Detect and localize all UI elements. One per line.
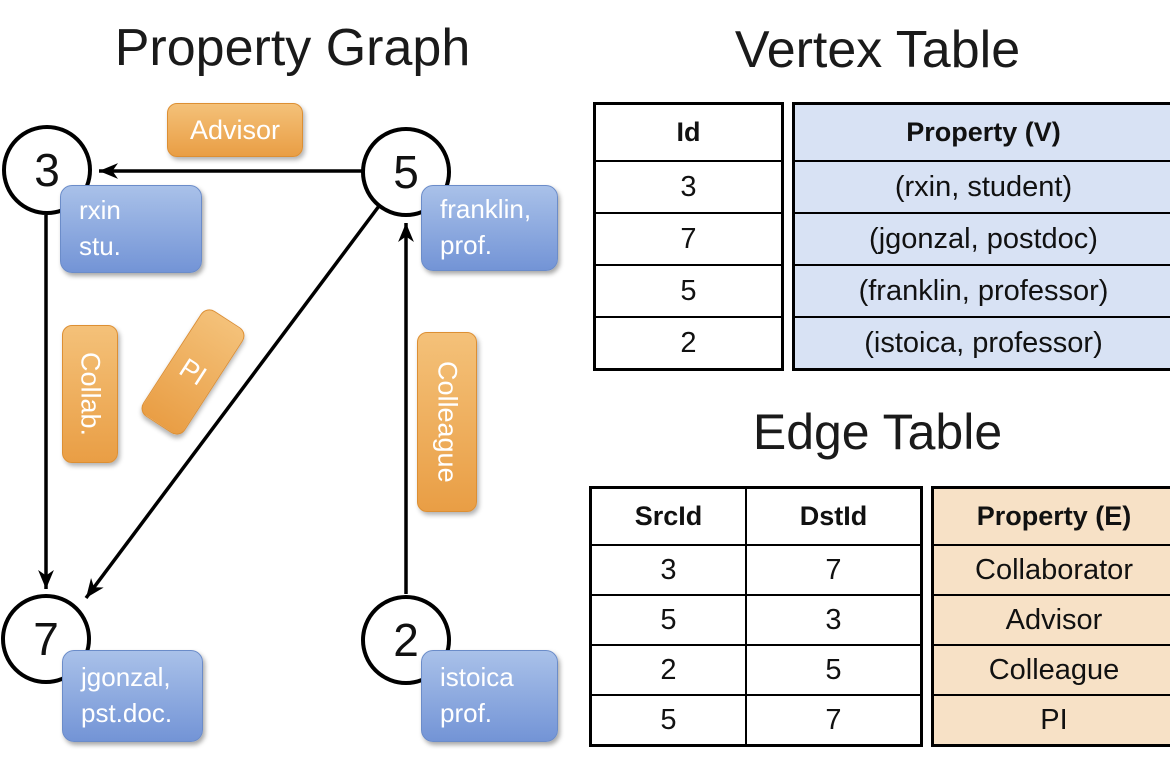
edge-table-row-dstid: 5 — [745, 644, 920, 694]
vertex-property-box-7: jgonzal, pst.doc. — [62, 650, 203, 742]
edge-label-colleague: Colleague — [417, 332, 477, 512]
edge-table-row-srcid: 2 — [592, 644, 745, 694]
vertex-table: Id 3 7 5 2 Property (V) (rxin, student) … — [593, 102, 1170, 371]
vertex-table-row-property: (franklin, professor) — [795, 264, 1170, 316]
vertex-table-title: Vertex Table — [734, 21, 1021, 79]
vertex-table-row-property: (rxin, student) — [795, 160, 1170, 212]
edge-pi-line — [84, 204, 381, 600]
vertex-property-box-3-line2: stu. — [79, 231, 121, 261]
edge-table-row-property: PI — [934, 694, 1170, 744]
vertex-property-box-2: istoica prof. — [421, 650, 558, 742]
edge-table-property-column: Property (E) Collaborator Advisor Collea… — [931, 486, 1170, 747]
edge-table-gap — [923, 486, 931, 747]
vertex-property-box-7-line2: pst.doc. — [81, 698, 173, 728]
edge-label-pi-text: PI — [174, 352, 213, 392]
vertex-table-row-property: (istoica, professor) — [795, 316, 1170, 368]
graph-edges — [38, 163, 414, 600]
edge-table-row-property: Advisor — [934, 594, 1170, 644]
vertex-table-property-column: Property (V) (rxin, student) (jgonzal, p… — [792, 102, 1170, 371]
vertex-node-2: 2 — [361, 595, 451, 685]
edge-label-colleague-text: Colleague — [432, 361, 463, 483]
edge-table-row-dstid: 7 — [745, 544, 920, 594]
vertex-property-box-3: rxin stu. — [60, 185, 202, 273]
vertex-node-5: 5 — [361, 127, 451, 217]
vertex-property-box-2-line1: istoica — [440, 662, 514, 693]
edge-table-row-property: Colleague — [934, 644, 1170, 694]
edge-table-row-dstid: 7 — [745, 694, 920, 744]
vertex-table-header-property: Property (V) — [906, 117, 1061, 147]
edge-table-title: Edge Table — [752, 404, 1003, 460]
edge-table-header-srcid: SrcId — [634, 501, 703, 531]
vertex-table-row-property: (jgonzal, postdoc) — [795, 212, 1170, 264]
edge-table-row-srcid: 3 — [592, 544, 745, 594]
vertex-property-box-5-line1: franklin, — [440, 194, 532, 225]
edge-label-collab-text: Collab. — [75, 351, 106, 437]
edge-label-advisor: Advisor — [167, 103, 303, 157]
edge-table: SrcId DstId 3 7 5 3 2 5 5 7 Property (E)… — [589, 486, 1170, 747]
vertex-table-row-id: 2 — [596, 316, 781, 368]
edge-label-collab: Collab. — [62, 325, 118, 463]
edge-label-advisor-text: Advisor — [189, 114, 281, 145]
vertex-node-3-id: 3 — [34, 144, 60, 196]
vertex-property-box-2-line2: prof. — [440, 698, 493, 728]
vertex-table-row-id: 5 — [596, 264, 781, 316]
vertex-table-id-column: Id 3 7 5 2 — [593, 102, 784, 371]
property-graph-title: Property Graph — [114, 19, 471, 77]
edge-table-header-property: Property (E) — [976, 501, 1132, 531]
vertex-table-header-id: Id — [676, 117, 701, 147]
vertex-node-2-id: 2 — [393, 614, 419, 666]
edge-table-id-columns: SrcId DstId 3 7 5 3 2 5 5 7 — [589, 486, 923, 747]
vertex-node-7-id: 7 — [33, 613, 59, 665]
edge-table-header-dstid: DstId — [745, 489, 920, 544]
vertex-property-box-7-line1: jgonzal, — [81, 662, 171, 693]
edge-table-row-srcid: 5 — [592, 594, 745, 644]
vertex-table-gap — [784, 102, 792, 371]
vertex-node-5-id: 5 — [393, 146, 419, 198]
vertex-table-row-id: 3 — [596, 160, 781, 212]
vertex-property-box-5-line2: prof. — [440, 230, 493, 260]
edge-table-row-srcid: 5 — [592, 694, 745, 744]
vertex-table-row-id: 7 — [596, 212, 781, 264]
edge-table-row-property: Collaborator — [934, 544, 1170, 594]
vertex-property-box-3-line1: rxin — [79, 195, 121, 226]
edge-table-row-dstid: 3 — [745, 594, 920, 644]
vertex-property-box-5: franklin, prof. — [421, 185, 558, 271]
